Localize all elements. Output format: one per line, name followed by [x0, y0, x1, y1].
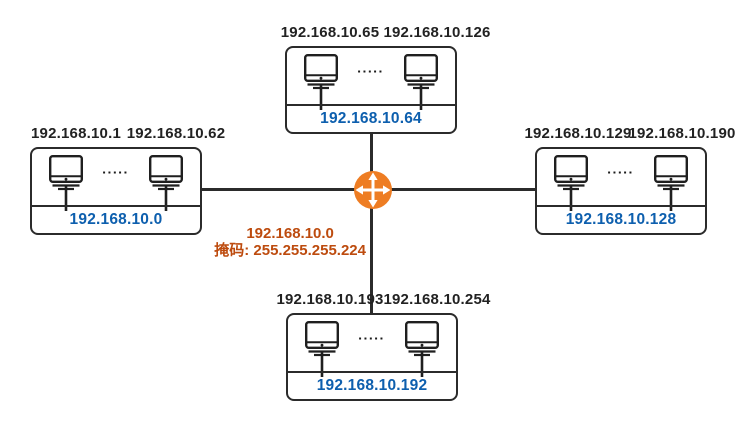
last-host-ip-label: 192.168.10.190: [628, 125, 736, 142]
desktop-computer-icon: [148, 155, 184, 211]
note-subnet-mask: 掩码: 255.255.255.224: [214, 242, 366, 259]
desktop-computer-icon: [653, 155, 689, 211]
first-host-ip-label: 192.168.10.193: [276, 291, 384, 308]
desktop-computer-icon: [404, 321, 440, 377]
more-hosts-ellipsis: ▪▪▪▪▪: [358, 334, 386, 343]
subnet-mask-note: 192.168.10.0 掩码: 255.255.255.224: [214, 225, 366, 259]
link-line-right: [390, 188, 536, 191]
last-host-ip-label: 192.168.10.62: [126, 125, 226, 142]
lan-segment-box: ▪▪▪▪▪ 192.168.10.128: [535, 147, 707, 235]
last-host-ip-label: 192.168.10.126: [383, 24, 491, 41]
more-hosts-ellipsis: ▪▪▪▪▪: [607, 168, 635, 177]
network-address-label: 192.168.10.192: [288, 371, 456, 399]
desktop-computer-icon: [403, 54, 439, 110]
desktop-computer-icon: [553, 155, 589, 211]
lan-segment-box: ▪▪▪▪▪ 192.168.10.192: [286, 313, 458, 401]
network-address-label: 192.168.10.64: [287, 104, 455, 132]
note-network-address: 192.168.10.0: [246, 225, 334, 242]
desktop-computer-icon: [48, 155, 84, 211]
first-host-ip-label: 192.168.10.129: [524, 125, 632, 142]
router-icon: [354, 171, 392, 209]
desktop-computer-icon: [303, 54, 339, 110]
subnet-bottom: 192.168.10.193 192.168.10.254 ▪▪▪▪▪ 192.…: [276, 291, 490, 401]
desktop-computer-icon: [304, 321, 340, 377]
first-host-ip-label: 192.168.10.65: [280, 24, 380, 41]
link-line-bottom: [370, 206, 373, 314]
network-address-label: 192.168.10.128: [537, 205, 705, 233]
subnet-top: 192.168.10.65 192.168.10.126 ▪▪▪▪▪ 192.1…: [281, 24, 490, 134]
subnet-left: 192.168.10.1 192.168.10.62 ▪▪▪▪▪ 192.168…: [30, 125, 225, 235]
network-address-label: 192.168.10.0: [32, 205, 200, 233]
link-line-left: [202, 188, 356, 191]
more-hosts-ellipsis: ▪▪▪▪▪: [357, 67, 385, 76]
link-line-top: [370, 132, 373, 174]
subnet-right: 192.168.10.129 192.168.10.190 ▪▪▪▪▪ 192.…: [524, 125, 735, 235]
lan-segment-box: ▪▪▪▪▪ 192.168.10.0: [30, 147, 202, 235]
first-host-ip-label: 192.168.10.1: [31, 125, 121, 142]
more-hosts-ellipsis: ▪▪▪▪▪: [102, 168, 130, 177]
last-host-ip-label: 192.168.10.254: [383, 291, 491, 308]
lan-segment-box: ▪▪▪▪▪ 192.168.10.64: [285, 46, 457, 134]
